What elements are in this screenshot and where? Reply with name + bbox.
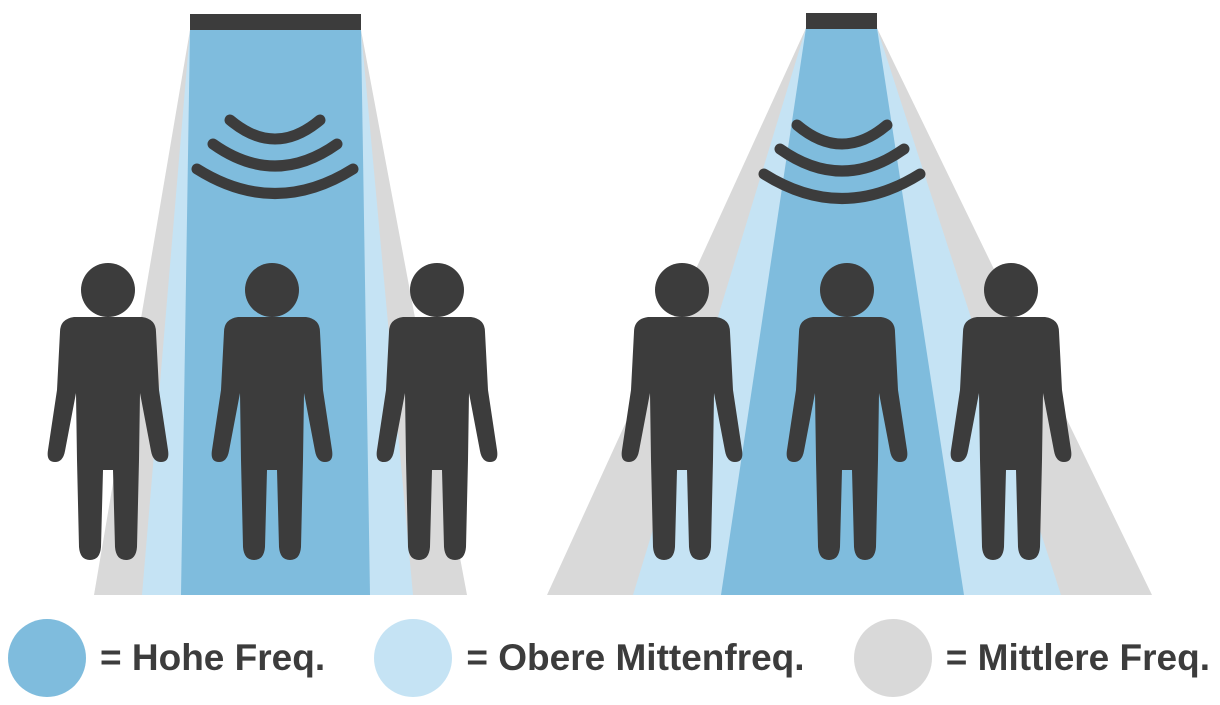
upper-mid-frequency-swatch bbox=[374, 618, 453, 697]
mid-frequency-swatch bbox=[853, 618, 932, 697]
legend-label: = Hohe Freq. bbox=[100, 636, 326, 678]
legend: = Hohe Freq. = Obere Mittenfreq. = Mittl… bbox=[0, 610, 1220, 705]
speaker-bar bbox=[806, 13, 877, 29]
legend-label: = Obere Mittenfreq. bbox=[466, 636, 805, 678]
wide-dispersion-diagram bbox=[547, 13, 1152, 595]
legend-item-high-frequency: = Hohe Freq. bbox=[8, 618, 326, 697]
legend-label: = Mittlere Freq. bbox=[945, 636, 1210, 678]
narrow-dispersion-diagram bbox=[47, 14, 498, 595]
legend-item-mid-frequency: = Mittlere Freq. bbox=[853, 618, 1210, 697]
high-frequency-swatch bbox=[8, 618, 86, 697]
speaker-bar bbox=[190, 14, 361, 30]
legend-item-upper-mid-frequency: = Obere Mittenfreq. bbox=[374, 618, 805, 697]
diagram-canvas bbox=[47, 13, 1152, 595]
